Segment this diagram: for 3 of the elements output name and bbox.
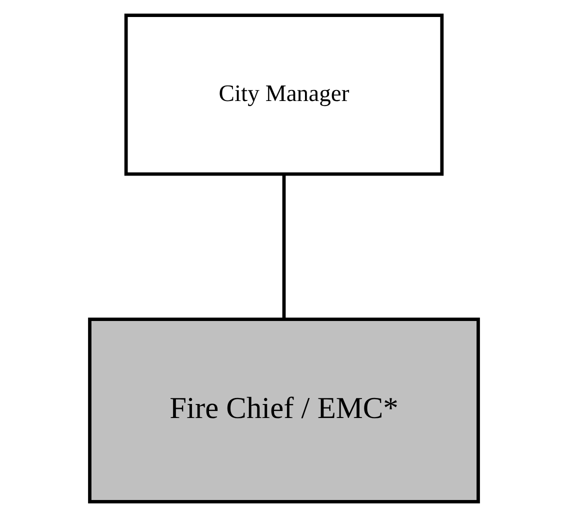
connector [282,174,286,320]
node-box: City Manager [124,14,444,176]
node-box: Fire Chief / EMC* [88,318,480,504]
